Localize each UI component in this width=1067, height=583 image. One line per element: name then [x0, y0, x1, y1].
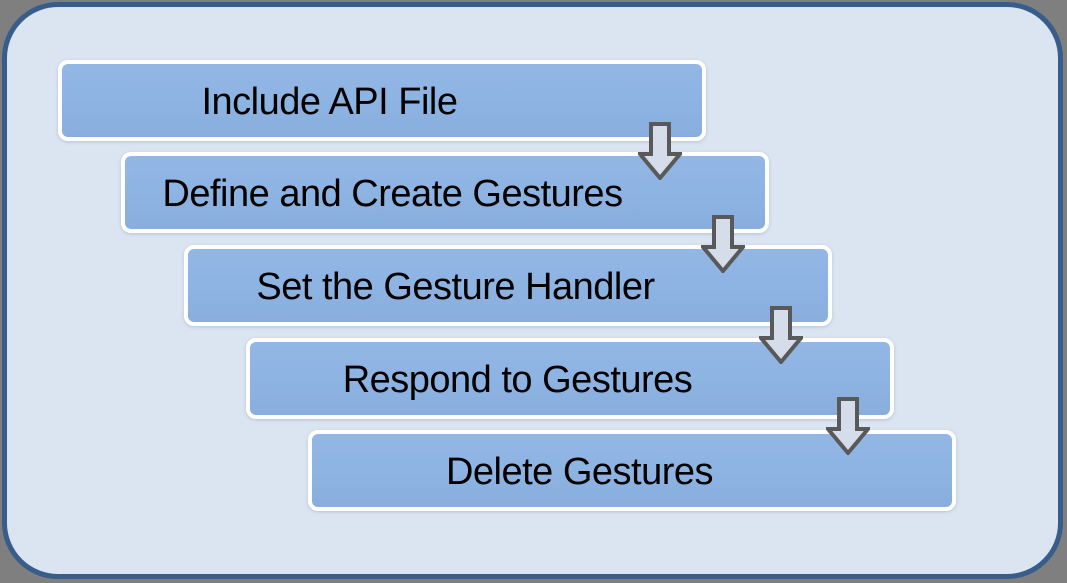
down-arrow-icon [701, 215, 745, 273]
step-label: Include API File [201, 81, 458, 123]
step-box-include-api-file: Include API File [58, 60, 706, 141]
step-label: Set the Gesture Handler [256, 266, 655, 308]
step-label: Respond to Gestures [342, 359, 693, 401]
down-arrow-icon [759, 306, 803, 364]
step-label: Define and Create Gestures [162, 173, 623, 215]
down-arrow-icon [826, 397, 870, 455]
step-label: Delete Gestures [445, 451, 714, 493]
down-arrow-icon [638, 122, 682, 180]
